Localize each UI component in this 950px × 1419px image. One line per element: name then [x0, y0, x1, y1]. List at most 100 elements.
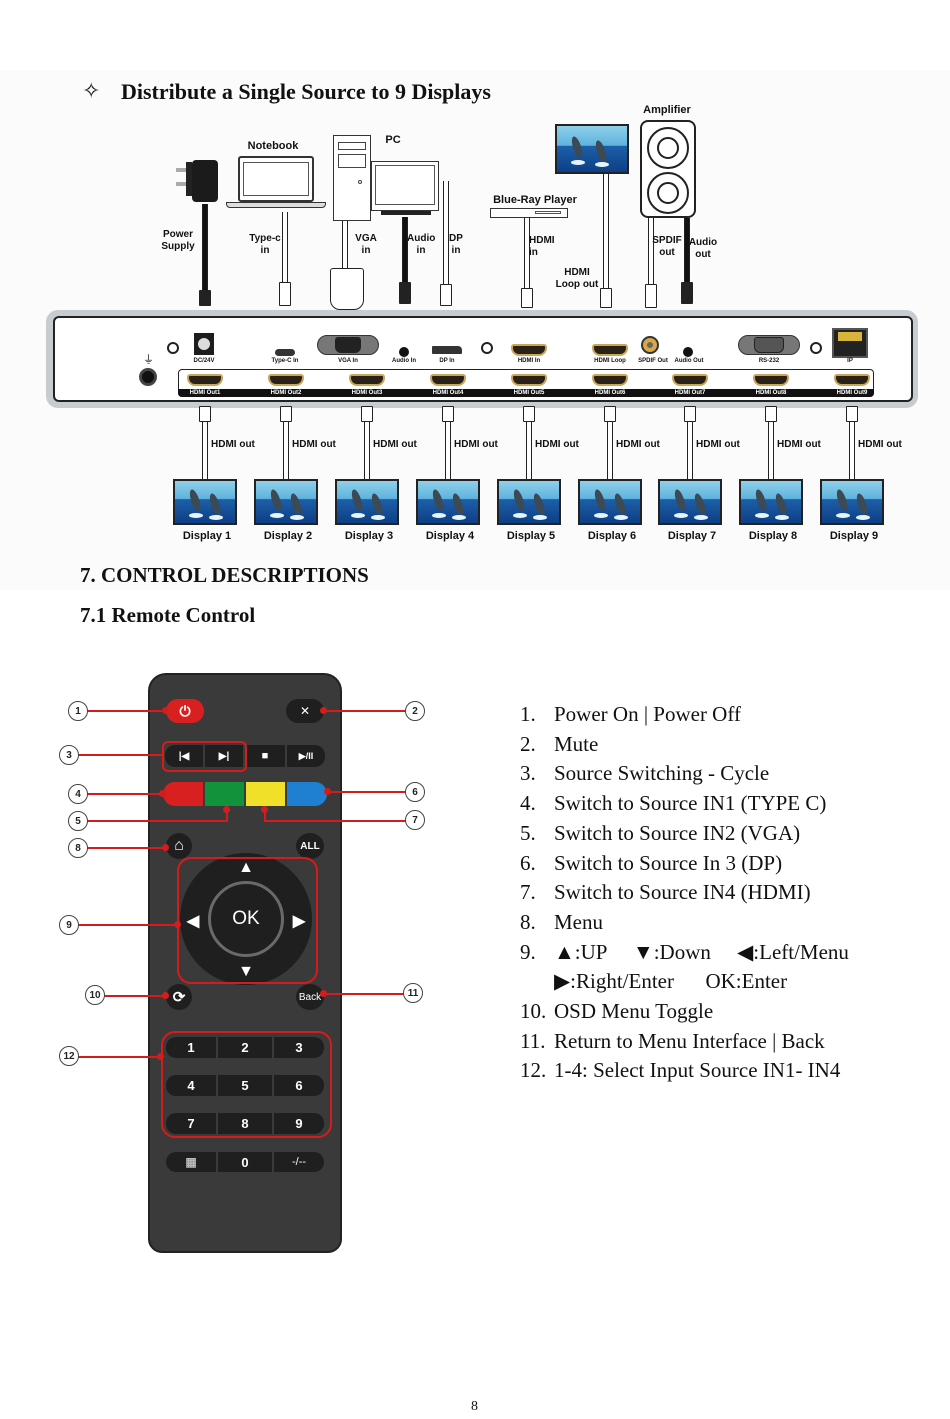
home-menu-button[interactable]: ⌂ — [166, 833, 192, 859]
hdmi-in-label: HDMI in — [529, 235, 555, 258]
hdmi-out-port-label: HDMI Out4 — [432, 390, 464, 396]
spdif-plug — [645, 284, 657, 308]
description-item: 11.Return to Menu Interface | Back — [520, 1027, 849, 1057]
hdmi-out-plug — [199, 406, 211, 422]
number-9-button[interactable]: 9 — [274, 1113, 324, 1134]
display-screen — [254, 479, 318, 525]
hdmi-out-port — [753, 374, 789, 386]
spdif-out-label: SPDIF out — [652, 235, 682, 258]
number-8-button[interactable]: 8 — [218, 1113, 272, 1134]
hdmi-out-cable — [687, 422, 693, 480]
down-button[interactable]: ▼ — [233, 962, 259, 982]
power-button[interactable]: ⏻ — [166, 699, 204, 723]
dp-cable — [443, 181, 449, 285]
display-screen — [497, 479, 561, 525]
up-arrow-icon: ▲ — [238, 859, 254, 876]
description-item: 10.OSD Menu Toggle — [520, 997, 849, 1027]
number-6-button[interactable]: 6 — [274, 1075, 324, 1096]
callout-line-1 — [87, 710, 165, 712]
audio-out-label: Audio out — [688, 237, 718, 260]
refresh-icon: ⟳ — [172, 989, 186, 1006]
previous-source-button[interactable]: |◀ — [165, 745, 203, 767]
number-2-label: 2 — [241, 1040, 249, 1055]
description-number: 2. — [520, 731, 536, 756]
left-button[interactable]: ◀ — [182, 908, 204, 934]
callout-3: 3 — [59, 745, 79, 765]
red-button-in1[interactable] — [163, 782, 203, 806]
all-button[interactable]: ALL — [296, 833, 324, 859]
next-source-button[interactable]: ▶| — [205, 745, 243, 767]
diagram-heading: Distribute a Single Source to 9 Displays — [121, 79, 491, 104]
dc-power-port — [194, 333, 214, 355]
pc-label: PC — [385, 134, 401, 146]
section-title: 7. CONTROL DESCRIPTIONS — [80, 563, 369, 587]
display-label: Display 8 — [748, 530, 798, 542]
hdmi-loop-cable — [603, 174, 609, 290]
play-pause-button[interactable]: ▶/II — [287, 745, 325, 767]
audio-in-port-label: Audio In — [392, 358, 416, 364]
blue-button-in3[interactable] — [287, 782, 327, 806]
callout-8: 8 — [68, 838, 88, 858]
right-button[interactable]: ▶ — [288, 908, 310, 934]
type-c-in-label: Type-c in — [249, 233, 281, 256]
hdmi-out-cable-label: HDMI out — [211, 439, 255, 450]
hdmi-out-port-label: HDMI Out9 — [836, 390, 868, 396]
display-label: Display 3 — [344, 530, 394, 542]
up-button[interactable]: ▲ — [233, 858, 259, 878]
hdmi-out-port — [430, 374, 466, 386]
description-item: 4. Switch to Source IN1 (TYPE C) — [520, 789, 849, 819]
number-4-button[interactable]: 4 — [166, 1075, 216, 1096]
back-button[interactable]: Back — [296, 984, 324, 1010]
rs232-port-label: RS-232 — [758, 358, 780, 364]
number-1-button[interactable]: 1 — [166, 1037, 216, 1058]
blu-ray-player-icon — [490, 208, 568, 218]
hdmi-loop-out-label: HDMI Loop out — [555, 267, 599, 290]
callout-box-9 — [177, 857, 318, 984]
hdmi-out-cable-label: HDMI out — [292, 439, 336, 450]
callout-dot-7 — [261, 806, 268, 813]
callout-line-5 — [87, 820, 228, 822]
hdmi-out-cable — [768, 422, 774, 480]
hdmi-out-cable-label: HDMI out — [535, 439, 579, 450]
digit-mode-button[interactable]: -/-- — [274, 1152, 324, 1172]
number-2-button[interactable]: 2 — [218, 1037, 272, 1058]
description-item: 8.Menu — [520, 908, 849, 938]
hdmi-out-cable-label: HDMI out — [777, 439, 821, 450]
pc-tower-icon — [333, 135, 371, 221]
hdmi-out-plug — [604, 406, 616, 422]
mute-button[interactable]: ✕ — [286, 699, 324, 723]
hdmi-in-cable — [524, 218, 530, 290]
hdmi-out-plug — [684, 406, 696, 422]
number-7-button[interactable]: 7 — [166, 1113, 216, 1134]
description-text: Switch to Source IN1 (TYPE C) — [554, 791, 827, 816]
dp-port — [432, 346, 462, 354]
number-0-button[interactable]: 0 — [218, 1152, 272, 1172]
display-label: Display 6 — [587, 530, 637, 542]
callout-line-12 — [78, 1056, 162, 1058]
description-text: OSD Menu Toggle — [554, 999, 714, 1024]
green-button-in2[interactable] — [205, 782, 244, 806]
callout-line-7 — [264, 820, 406, 822]
hdmi-out-port-label: HDMI Out1 — [189, 390, 221, 396]
description-number: 4. — [520, 791, 536, 816]
description-text: Switch to Source In 3 (DP) — [554, 850, 783, 875]
display-screen — [416, 479, 480, 525]
hdmi-loop-port-label: HDMI Loop — [594, 358, 626, 364]
number-5-button[interactable]: 5 — [218, 1075, 272, 1096]
callout-6: 6 — [405, 782, 425, 802]
hdmi-loop-plug — [600, 288, 612, 308]
ok-button[interactable]: OK — [208, 881, 284, 957]
hdmi-out-plug — [765, 406, 777, 422]
osd-toggle-button[interactable]: ⟳ — [166, 984, 192, 1010]
hdmi-out-port — [834, 374, 870, 386]
yellow-button-in4[interactable] — [246, 782, 285, 806]
type-c-cable — [282, 212, 288, 286]
number-6-label: 6 — [295, 1078, 303, 1093]
hdmi-in-port-label: HDMI In — [517, 358, 541, 364]
description-number — [520, 967, 554, 997]
number-3-button[interactable]: 3 — [274, 1037, 324, 1058]
description-number: 5. — [520, 820, 536, 845]
stop-button[interactable]: ■ — [245, 745, 285, 767]
multiview-button[interactable]: ▦ — [166, 1152, 216, 1172]
screw-icon — [810, 342, 822, 354]
